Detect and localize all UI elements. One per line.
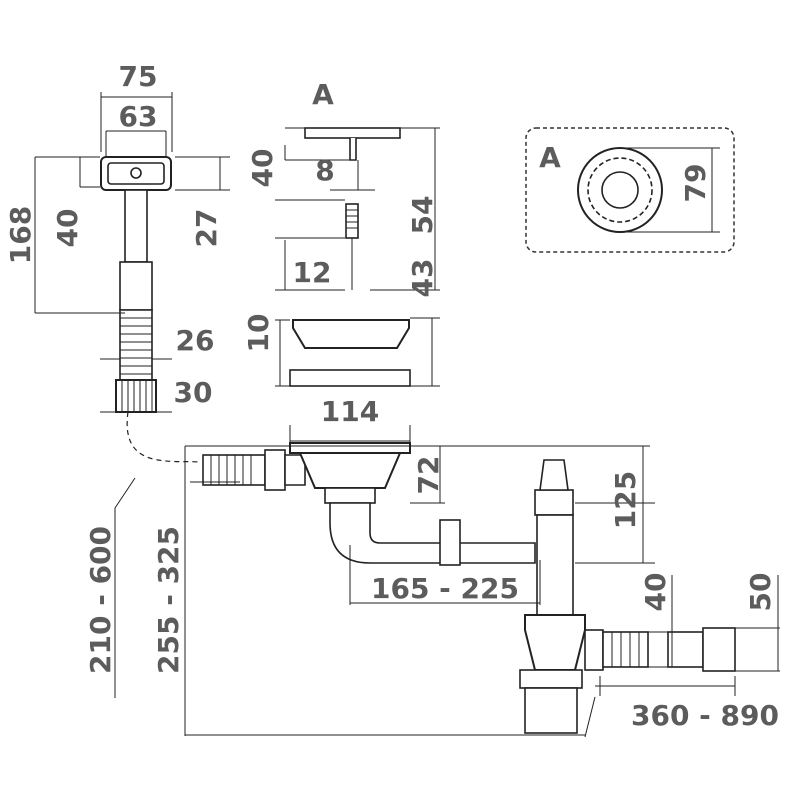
- dim-overflow-inner: 63: [119, 100, 158, 133]
- dim-plug-total: 54: [406, 196, 439, 235]
- dim-plug-stem: 8: [315, 154, 334, 187]
- dim-plug-height: 40: [246, 149, 279, 188]
- overflow-dimension-lines: [34, 92, 230, 413]
- dim-outlet-d: 40: [639, 573, 672, 612]
- dim-overflow-height: 168: [4, 206, 37, 264]
- plug-parts: [289, 127, 411, 387]
- dim-outlet-h: 72: [412, 456, 445, 495]
- dim-screw-d: 12: [293, 256, 332, 289]
- dim-siphon-h: 125: [609, 471, 642, 529]
- dim-hose-end: 30: [174, 376, 213, 409]
- dim-pipe-len: 165 - 225: [371, 572, 519, 605]
- dim-detail-d: 79: [679, 164, 712, 203]
- detail-a-label: A: [539, 141, 561, 174]
- overflow-assembly: [100, 156, 201, 463]
- dim-hose-d: 26: [176, 324, 215, 357]
- dim-overflow-tube: 40: [51, 209, 84, 248]
- siphon-assembly: [202, 442, 736, 734]
- dim-basket-h: 10: [242, 314, 275, 353]
- detail-a-box: [525, 127, 735, 253]
- siphon-dimension-lines: [114, 445, 780, 738]
- dim-height-range: 255 - 325: [152, 526, 185, 674]
- dim-drain-range: 360 - 890: [631, 699, 779, 732]
- dim-screw-len: 43: [406, 259, 439, 298]
- dim-outlet-d2: 50: [744, 573, 777, 612]
- dim-hose-range: 210 - 600: [84, 526, 117, 674]
- detail-a-pointer-label: A: [312, 78, 334, 111]
- dim-overflow-width: 75: [119, 60, 158, 93]
- dim-overflow-head: 27: [190, 209, 223, 248]
- plug-dimension-lines: [275, 127, 440, 445]
- dim-basket-w: 114: [321, 395, 379, 428]
